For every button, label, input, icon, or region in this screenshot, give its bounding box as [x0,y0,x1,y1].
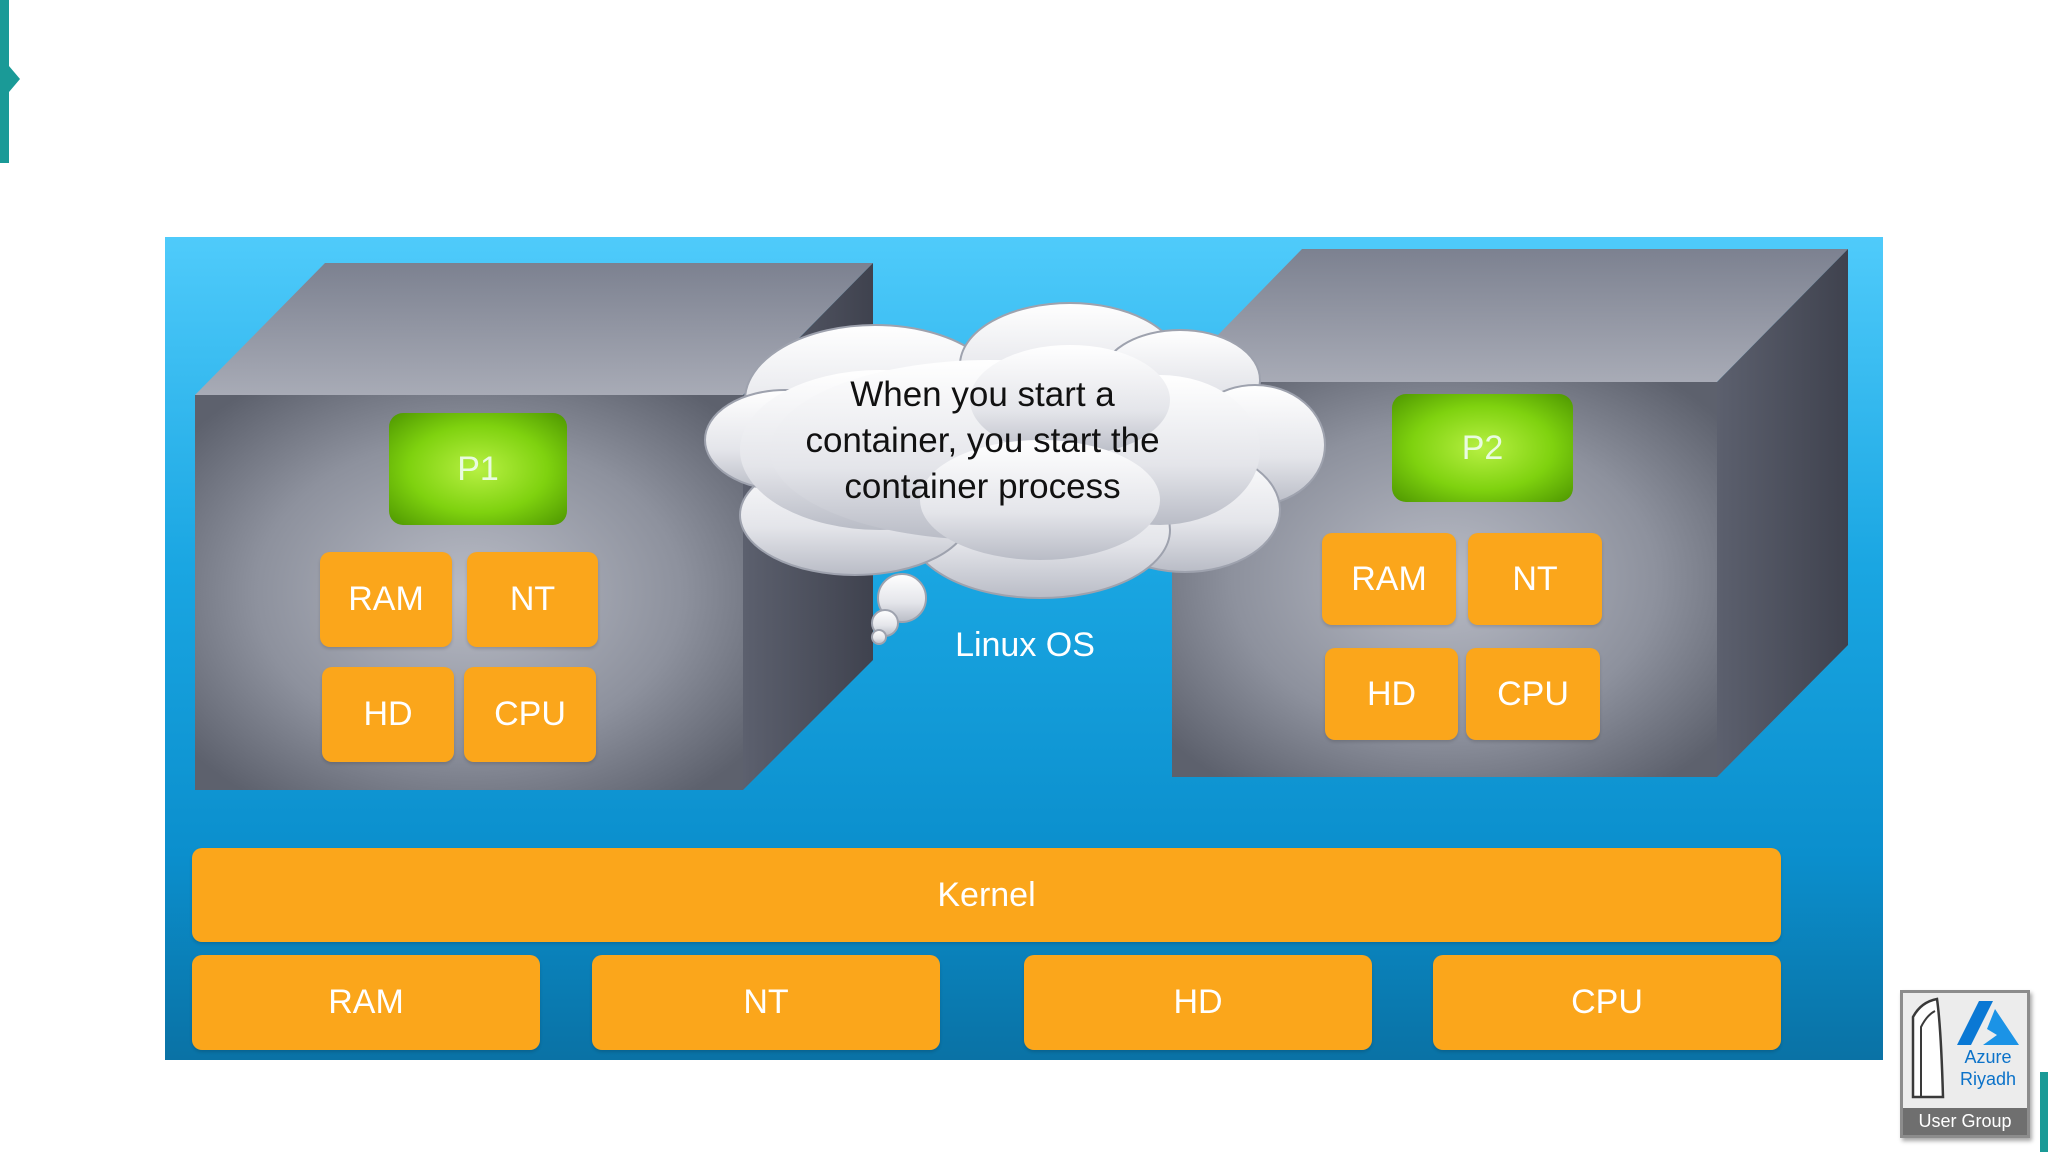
container2-cpu-box: CPU [1466,648,1600,740]
thought-cloud-shape [704,302,1326,645]
container2-ram-label: RAM [1351,559,1427,598]
container2-ram-box: RAM [1322,533,1456,625]
cloud-line-1: When you start a [850,375,1115,414]
container2-nt-box: NT [1468,533,1602,625]
container1-cpu-label: CPU [494,695,566,733]
container2-nt-label: NT [1512,559,1558,598]
corner-accent-bar [2040,1072,2048,1152]
process-p2-label: P2 [1461,428,1504,467]
container2-hd-box: HD [1325,648,1458,740]
cube-right-top [1172,249,1848,382]
container1-hd-box: HD [322,667,454,762]
azure-icon [1957,1001,2019,1045]
hardware-cpu-label: CPU [1571,983,1643,1021]
linux-os-label: Linux OS [955,626,1095,664]
container1-nt-label: NT [509,580,556,618]
kernel-label: Kernel [937,875,1036,914]
logo-line-user-group: User Group [1903,1108,2027,1135]
accent-chevron-icon [9,66,20,92]
container1-cpu-box: CPU [464,667,596,762]
hardware-ram-label: RAM [328,983,404,1021]
hardware-nt-box: NT [592,955,940,1050]
cloud-line-2: container, you start the [805,421,1160,460]
container1-ram-box: RAM [320,552,452,647]
process-p1-label: P1 [457,449,499,488]
cloud-line-3: container process [844,467,1121,506]
container2-cpu-label: CPU [1497,674,1569,713]
process-p2-box: P2 [1392,394,1573,502]
container2-hd-label: HD [1366,674,1417,713]
kernel-bar: Kernel [192,848,1781,942]
container1-nt-box: NT [467,552,598,647]
cube-right-side [1717,249,1848,777]
logo-line-azure: Azure [1964,1047,2012,1067]
azure-riyadh-user-group-logo: Azure Riyadh User Group [1900,990,2030,1138]
tower-icon [1911,997,1945,1099]
accent-bar [0,0,9,163]
container1-hd-label: HD [363,695,413,733]
hardware-hd-label: HD [1173,983,1223,1021]
process-p1-box: P1 [389,413,567,525]
cube-left-top [195,263,873,395]
hardware-hd-box: HD [1024,955,1372,1050]
hardware-nt-label: NT [743,983,789,1021]
hardware-ram-box: RAM [192,955,540,1050]
logo-line-riyadh: Riyadh [1959,1069,2017,1089]
container1-ram-label: RAM [348,580,424,618]
hardware-cpu-box: CPU [1433,955,1781,1050]
thought-cloud-text: When you start a container, you start th… [760,372,1205,510]
